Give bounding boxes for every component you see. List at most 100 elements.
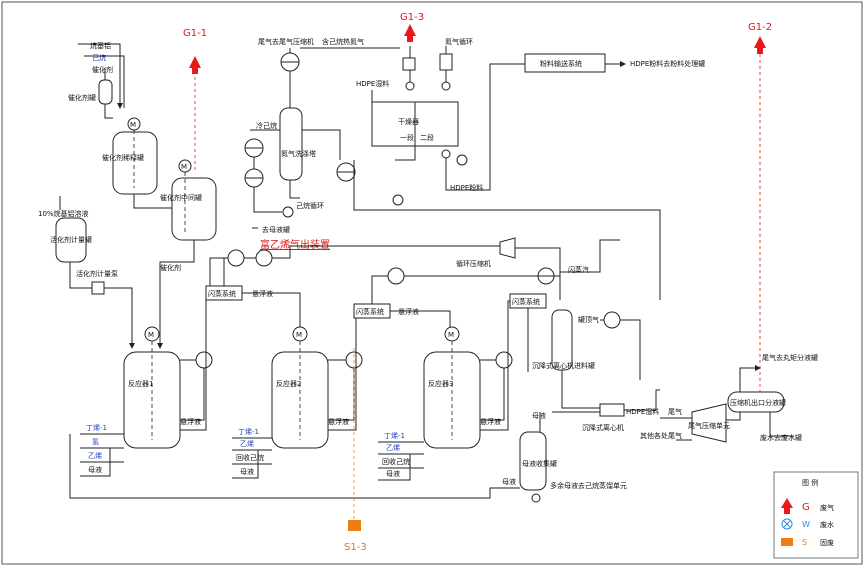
label-mother-liquor: 母液 <box>532 411 546 420</box>
label-alkyl-aluminum: 烷基铝 <box>90 41 111 50</box>
outlet-separator-section: 压缩机出口分液罐 尾气去丸矩分液罐 废水去废水罐 <box>727 353 818 442</box>
label-r2-butene: 丁烯-1 <box>238 427 259 436</box>
legend: 图 例 G 废气 W 废水 S 固废 <box>773 471 859 559</box>
label-mother-return: 母液 <box>502 477 516 486</box>
label-to-mother-tank: 去母液罐 <box>262 225 290 234</box>
reactor-3-group: M 反应器3 悬浮液 丁烯-1 乙烯 回收己烷 母液 <box>378 300 513 481</box>
label-mother-liquor-tank: 母液收集罐 <box>522 459 557 468</box>
blower-icon <box>456 154 468 166</box>
label-excess-mother-liquor: 多余母液去己烷蒸馏单元 <box>550 481 627 490</box>
label-catalyst-intermediate-tank: 催化剂中间罐 <box>160 193 202 202</box>
waste-gas-arrow-icon <box>404 24 416 42</box>
pump-icon <box>531 493 541 503</box>
label-activator-solution: 10%烷基铝溶液 <box>38 209 89 218</box>
svg-text:M: M <box>148 331 154 339</box>
label-nitrogen-recycle: 氮气循环 <box>445 37 473 46</box>
label-hdpe-wet: HDPE湿料 <box>356 79 389 88</box>
stream-g1-1: G1-1 <box>183 28 207 39</box>
catalyst-tank <box>98 79 113 105</box>
label-r3-mother: 母液 <box>386 469 400 478</box>
stream-s1-3: S1-3 <box>344 542 367 553</box>
label-powder-destination: HDPE粉料去粉料处理罐 <box>630 59 705 68</box>
label-reactor-2: 反应器2 <box>276 379 301 388</box>
label-hexane-hot-nitrogen: 含己烷热氮气 <box>322 37 364 46</box>
label-slurry-reactor-2: 悬浮液 <box>328 417 349 426</box>
compressor-outlet-knockout-drum <box>727 391 785 413</box>
nitrogen-wash-section: 尾气去尾气压缩机 氮气洗涤塔 冷己烷 己烷循环 去母液罐 <box>244 37 356 234</box>
label-slurry-reactor-1: 悬浮液 <box>180 417 201 426</box>
label-compressor-outlet-drum: 压缩机出口分液罐 <box>730 398 786 407</box>
label-hexane-feed: 己烷 <box>92 53 106 62</box>
label-r2-recovered-hexane: 回收己烷 <box>236 453 264 462</box>
label-tail-gas: 尾气 <box>668 407 682 416</box>
label-tail-gas-compression-unit: 尾气压缩单元 <box>688 421 730 430</box>
decanter-centrifuge <box>599 403 625 417</box>
label-stage-1: 一段 <box>400 133 414 142</box>
circulation-pump-icon <box>282 206 294 218</box>
bag-filter <box>439 53 453 71</box>
legend-water-code: W <box>802 520 810 529</box>
reactor-3-cooler <box>495 351 513 369</box>
label-hdpe-powder: HDPE粉料 <box>450 183 483 192</box>
svg-text:M: M <box>448 331 454 339</box>
svg-text:M: M <box>296 331 302 339</box>
label-r3-butene: 丁烯-1 <box>384 431 405 440</box>
catalyst-intermediate-tank <box>171 177 217 241</box>
centrifuge-section: 罐顶气 沉降式离心机进料罐 沉降式离心机 HDPE湿料 母液 母液收集罐 多余母… <box>69 309 741 503</box>
label-reactor-3: 反应器3 <box>428 379 453 388</box>
label-stage-2: 二段 <box>420 133 434 142</box>
label-catalyst-dilution-tank: 催化剂稀释罐 <box>102 153 144 162</box>
tail-gas-outlet-g1-2: G1-2 <box>748 22 772 392</box>
activator-pump <box>91 281 105 295</box>
waste-gas-arrow-icon <box>189 56 201 74</box>
reactor-1-group: M 反应器1 悬浮液 丁烯-1 氢 乙烯 母液 <box>80 300 213 477</box>
label-catalyst-line: 催化剂 <box>160 263 181 272</box>
label-slurry-reactor-3: 悬浮液 <box>480 417 501 426</box>
legend-solid-label: 固废 <box>820 538 834 547</box>
label-r2-ethylene: 乙烯 <box>240 439 254 448</box>
legend-gas-code: G <box>802 502 810 513</box>
recycle-exchanger <box>227 249 245 267</box>
label-cold-hexane: 冷己烷 <box>256 121 277 130</box>
label-r1-hydrogen: 氢 <box>92 437 99 446</box>
rotary-valve-icon <box>441 149 451 159</box>
label-tail-gas-to-separator: 尾气去丸矩分液罐 <box>762 353 818 362</box>
label-r1-butene: 丁烯-1 <box>86 423 107 432</box>
mother-liquor-tank <box>519 431 547 491</box>
label-reactor-1: 反应器1 <box>128 379 153 388</box>
label-flash-gas: 闪蒸汽 <box>568 265 589 274</box>
label-flash-system-2: 闪蒸系统 <box>356 307 384 316</box>
label-seal-gas: 罐顶气 <box>578 315 599 324</box>
label-other-tail-gas: 其他各处尾气 <box>640 431 682 440</box>
reactor-1-cooler <box>195 351 213 369</box>
powder-conveying-system <box>524 53 606 73</box>
catalyst-section: 烷基铝 己烷 催化剂 催化剂罐 M 催化剂稀释罐 M 催化剂中间罐 G1-1 催… <box>68 28 217 349</box>
label-catalyst-feed: 催化剂 <box>92 65 113 74</box>
stream-g1-2: G1-2 <box>748 22 772 33</box>
label-catalyst-tank: 催化剂罐 <box>68 93 96 102</box>
label-ethylene-rich-gas: 富乙烯气出装置 <box>260 238 330 251</box>
label-activator-tank: 活化剂计量罐 <box>50 235 92 244</box>
label-flash-system-1: 闪蒸系统 <box>208 289 236 298</box>
legend-solid-code: S <box>802 538 807 547</box>
cyclone-separator <box>402 57 416 71</box>
dryer-section: 含己烷热氮气 氮气循环 G1-3 HDPE湿料 干燥器 一段 二段 HDPE粉料… <box>300 12 705 300</box>
activator-metering-tank <box>55 217 87 263</box>
activator-section: 10%烷基铝溶液 活化剂计量罐 活化剂计量泵 <box>38 196 135 349</box>
recycle-compressor <box>499 237 516 259</box>
label-r3-ethylene: 乙烯 <box>386 443 400 452</box>
svg-text:M: M <box>181 163 187 171</box>
legend-title: 图 例 <box>802 478 818 487</box>
legend-water-label: 废水 <box>820 520 834 529</box>
label-waste-water: 废水去废水罐 <box>760 433 802 442</box>
nitrogen-wash-tower <box>279 107 303 181</box>
rotary-valve-icon <box>405 81 415 91</box>
catalyst-dilution-tank <box>112 131 158 195</box>
label-hexane-recycle: 己烷循环 <box>296 201 324 210</box>
recycle-gas-section: 富乙烯气出装置 循环压缩机 闪蒸汽 <box>209 237 620 300</box>
label-r1-ethylene: 乙烯 <box>88 451 102 460</box>
legend-gas-label: 废气 <box>820 503 834 512</box>
waste-gas-arrow-icon <box>754 36 766 54</box>
